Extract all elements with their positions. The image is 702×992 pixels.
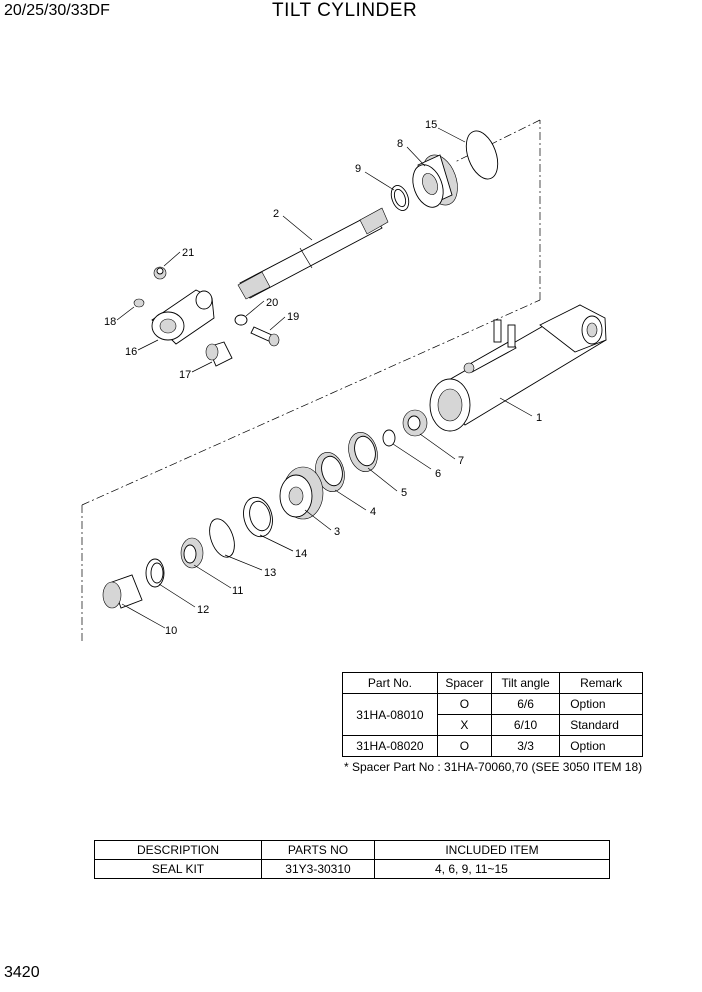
- table-row: 31HA-08020 O 3/3 Option: [342, 735, 643, 757]
- ring-9: [390, 185, 410, 211]
- table-header-row: Part No. Spacer Tilt angle Remark: [342, 672, 643, 694]
- callout-6: 6: [435, 468, 441, 480]
- callout-9: 9: [355, 163, 361, 175]
- seal-11: [180, 537, 204, 569]
- nipple-18: [133, 298, 145, 308]
- snap-ring-12: [145, 558, 165, 588]
- description-cell: SEAL KIT: [94, 859, 262, 879]
- remark-cell: Option: [559, 735, 643, 757]
- table-row: SEAL KIT 31Y3-30310 4, 6, 9, 11~15: [94, 859, 610, 879]
- callout-19: 19: [287, 311, 299, 323]
- gland-8: [412, 154, 458, 208]
- col-tilt-angle: Tilt angle: [490, 672, 561, 694]
- tilt-cell: 6/6: [490, 693, 561, 715]
- bolt-19: [250, 326, 280, 347]
- callout-13: 13: [264, 567, 276, 579]
- callout-8: 8: [397, 138, 403, 150]
- col-part-no: Part No.: [342, 672, 438, 694]
- grease-nipple-21: [153, 266, 167, 280]
- callout-16: 16: [125, 346, 137, 358]
- wear-ring-5: [348, 432, 378, 472]
- callout-4: 4: [370, 506, 376, 518]
- callout-3: 3: [334, 526, 340, 538]
- remark-cell: Standard: [559, 714, 643, 736]
- tilt-cell: 3/3: [490, 735, 561, 757]
- col-parts-no: PARTS NO: [261, 840, 375, 860]
- leader-lines: [116, 127, 533, 629]
- included-item-cell: 4, 6, 9, 11~15: [374, 859, 610, 879]
- callout-12: 12: [197, 604, 209, 616]
- table-row: 31HA-08010 O 6/6 Option: [342, 693, 643, 736]
- callout-20: 20: [266, 297, 278, 309]
- o-ring-6: [382, 429, 396, 447]
- table-row: X 6/10 Standard: [343, 714, 643, 736]
- piston-rod-2: [237, 207, 389, 300]
- bushing-10: [102, 574, 143, 609]
- callout-10: 10: [165, 625, 177, 637]
- o-ring-13: [209, 518, 235, 558]
- callout-11: 11: [232, 585, 243, 597]
- col-spacer: Spacer: [436, 672, 492, 694]
- o-ring-15: [465, 130, 499, 180]
- envelope-line: [81, 299, 541, 506]
- callout-5: 5: [401, 487, 407, 499]
- table-header-row: DESCRIPTION PARTS NO INCLUDED ITEM: [94, 840, 610, 860]
- callout-7: 7: [458, 455, 464, 467]
- col-remark: Remark: [559, 672, 643, 694]
- parts-no-cell: 31Y3-30310: [261, 859, 375, 879]
- exploded-view-diagram: 1 2 3 4 5 6 7 8 9 10 11 12 13 14 15 16 1…: [81, 119, 607, 642]
- col-description: DESCRIPTION: [94, 840, 262, 860]
- cylinder-tube-1: [429, 304, 607, 432]
- col-included-item: INCLUDED ITEM: [374, 840, 610, 860]
- callout-18: 18: [104, 316, 116, 328]
- nut-7: [402, 409, 428, 437]
- callout-21: 21: [182, 247, 194, 259]
- spacer-cell: O: [436, 735, 492, 757]
- page-number: 3420: [4, 964, 40, 981]
- part-no-cell: 31HA-08010: [342, 693, 438, 736]
- part-no-cell: 31HA-08020: [342, 735, 438, 757]
- callout-15: 15: [425, 119, 437, 131]
- spacer-cell: X: [436, 714, 492, 736]
- spacer-cell: O: [436, 693, 492, 715]
- washer-20: [234, 314, 248, 326]
- callout-2: 2: [273, 208, 279, 220]
- model-label: 20/25/30/33DF: [4, 2, 110, 19]
- rod-eye-16: [151, 289, 215, 345]
- remark-cell: Option: [559, 693, 643, 715]
- seal-4: [315, 452, 345, 492]
- page-title: TILT CYLINDER: [272, 0, 418, 21]
- spacer-note: * Spacer Part No : 31HA-70060,70 (SEE 30…: [344, 760, 643, 774]
- tilt-cell: 6/10: [490, 714, 561, 736]
- seal-kit-table: DESCRIPTION PARTS NO INCLUDED ITEM SEAL …: [94, 840, 610, 879]
- piston-3: [279, 466, 324, 520]
- callout-1: 1: [536, 412, 542, 424]
- backup-ring-14: [243, 496, 273, 538]
- bushing-17: [205, 341, 233, 367]
- callout-17: 17: [179, 369, 191, 381]
- callout-14: 14: [295, 548, 307, 560]
- spacer-spec-table: Part No. Spacer Tilt angle Remark 31HA-0…: [342, 672, 643, 757]
